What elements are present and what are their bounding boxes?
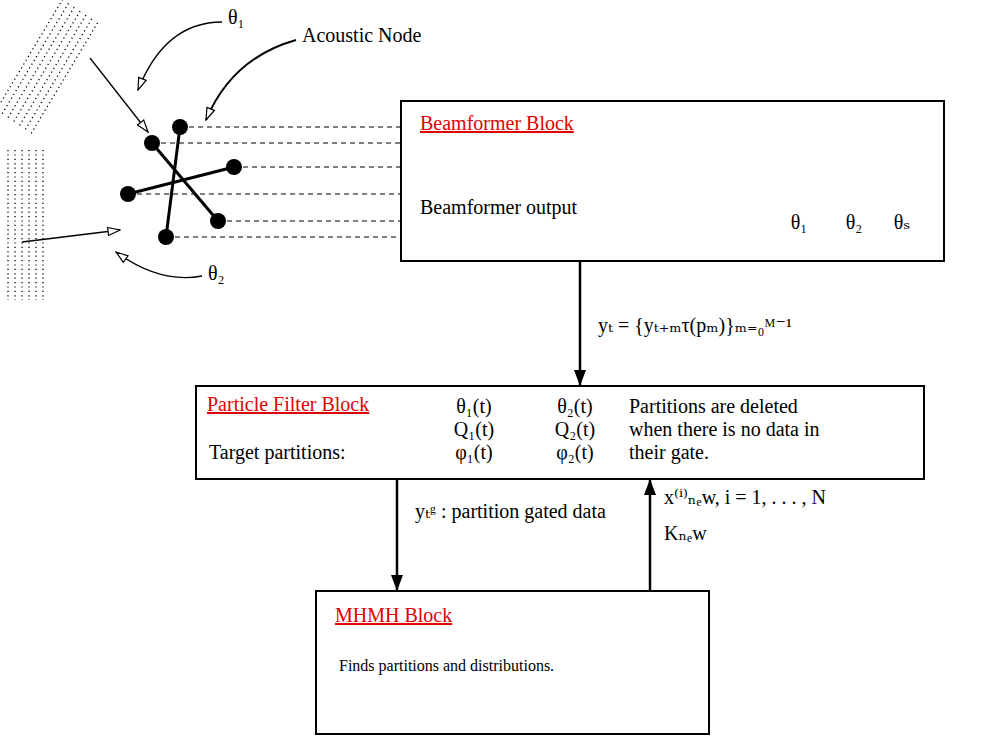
body-text: Finds partitions and distributions. <box>339 654 554 677</box>
process-box: Particle Filter BlockTarget partitions: θ… <box>195 385 925 480</box>
state-entry: Q₂(t) <box>535 418 615 441</box>
state-entry: φ₂(t) <box>535 441 615 464</box>
block-title: Beamformer Block <box>420 112 574 135</box>
plot-caption: Beamformer output <box>420 196 577 219</box>
wavefront-top <box>0 0 98 133</box>
edge-label: x⁽ⁱ⁾ₙₑw, i = 1, . . . , N <box>662 486 828 509</box>
angle-label: θ₂ <box>206 262 227 285</box>
state-entry: Q₁(t) <box>434 418 514 441</box>
row-label: Target partitions: <box>209 441 346 464</box>
wavefront-left <box>8 150 43 300</box>
note-text: Partitions are deleted when there is no … <box>629 395 844 464</box>
process-box: MHMH BlockFinds partitions and distribut… <box>315 590 710 735</box>
flow-arrow <box>579 262 582 385</box>
state-entry: φ₁(t) <box>434 441 514 464</box>
angle-label: θₛ <box>880 211 924 234</box>
block-title: MHMH Block <box>335 604 452 627</box>
state-entry: θ₁(t) <box>434 395 514 418</box>
flow-arrow <box>396 480 399 590</box>
process-box: Beamformer BlockBeamformer output <box>400 100 945 262</box>
dashed-wires <box>128 127 400 237</box>
angle-label: θ₁ <box>226 6 247 29</box>
leader-line <box>206 40 296 120</box>
edge-label: yₜᵍ : partition gated data <box>413 500 608 523</box>
acoustic-array <box>120 119 242 245</box>
block-title: Particle Filter Block <box>207 393 369 416</box>
wave-arrow <box>90 58 148 132</box>
callout-label: Acoustic Node <box>300 24 423 47</box>
signal-name: Kₙₑw <box>662 522 709 545</box>
angle-label: θ₁ <box>777 211 821 234</box>
flow-arrow <box>649 480 652 590</box>
edge-label: yₜ = {yₜ₊ₘτ(pₘ)}ₘ₌₀ᴹ⁻¹ <box>596 314 794 337</box>
leader-line <box>116 252 202 278</box>
leader-line <box>138 22 222 90</box>
state-entry: θ₂(t) <box>535 395 615 418</box>
wave-arrow <box>22 230 120 242</box>
angle-label: θ₂ <box>832 211 876 234</box>
